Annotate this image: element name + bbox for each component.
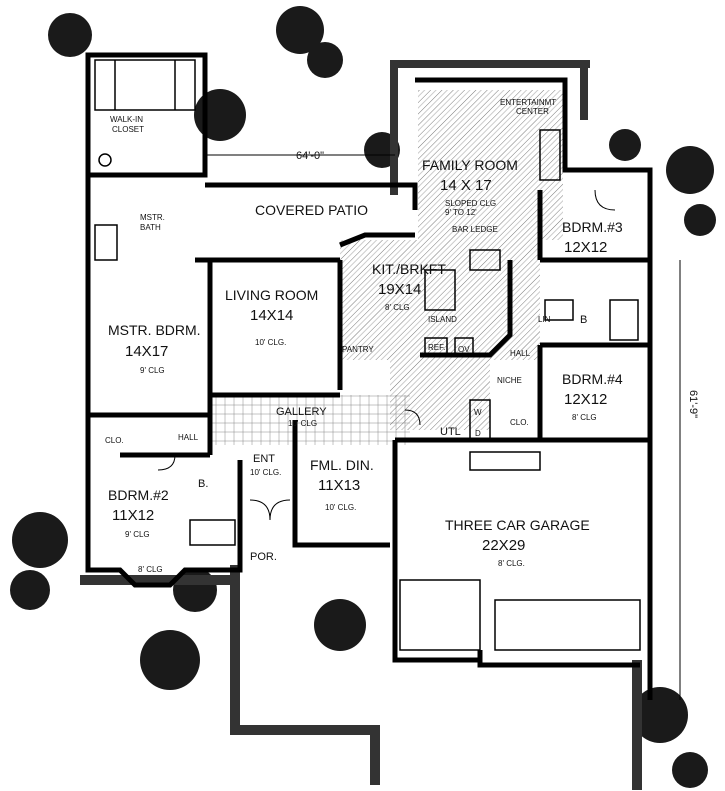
bedroom4-size: 12X12 [564, 391, 607, 408]
bedroom2-ceiling: 9' CLG [125, 530, 150, 539]
garage-ceiling: 8' CLG. [498, 559, 525, 568]
entry-label: ENT [253, 453, 275, 465]
fixtures [94, 59, 641, 651]
bedroom3-label: BDRM.#3 [562, 219, 623, 235]
hall-label-west: HALL [178, 433, 199, 442]
gallery-label: GALLERY [276, 406, 327, 418]
covered-patio-label: COVERED PATIO [255, 202, 368, 218]
walls [85, 52, 653, 700]
utility-label: UTL [440, 426, 461, 438]
niche-label: NICHE [497, 376, 522, 385]
kitchen-size: 19X14 [378, 281, 421, 298]
family-room-size: 14 X 17 [440, 177, 492, 194]
walk-in-closet-label-2: CLOSET [112, 125, 144, 134]
master-bedroom-size: 14X17 [125, 343, 168, 360]
hall-floor [390, 360, 490, 430]
formal-dining-ceiling: 10' CLG. [325, 503, 356, 512]
master-bath-label-2: BATH [140, 223, 161, 232]
walk-in-closet-label: WALK-IN [110, 115, 143, 124]
family-room-ceiling-2: 9' TO 12' [445, 208, 477, 217]
garage-size: 22X29 [482, 537, 525, 554]
width-dimension: 64'-0" [296, 150, 324, 162]
bath-b-label-west: B. [198, 478, 208, 490]
living-room-ceiling: 10' CLG. [255, 338, 286, 347]
hall-label-east: HALL [510, 349, 531, 358]
gallery-floor [210, 395, 410, 445]
island-label: ISLAND [428, 315, 457, 324]
entertainment-center-label-2: CENTER [516, 107, 549, 116]
family-room-label: FAMILY ROOM [422, 157, 518, 173]
bath-b-label-east: B [580, 314, 587, 326]
bedroom2-label: BDRM.#2 [108, 487, 169, 503]
refrigerator-label: REF. [428, 343, 445, 352]
formal-dining-label: FML. DIN. [310, 457, 374, 473]
family-room-ceiling: SLOPED CLG [445, 199, 496, 208]
depth-dimension: 61'-9" [687, 390, 699, 418]
bar-ledge-label: BAR LEDGE [452, 225, 498, 234]
closet-label-west: CLO. [105, 436, 124, 445]
bedroom4-ceiling: 8' CLG [572, 413, 597, 422]
living-room-label: LIVING ROOM [225, 287, 318, 303]
landscaping [10, 6, 716, 790]
linen-label: LIN [538, 315, 551, 324]
bedroom4-label: BDRM.#4 [562, 371, 623, 387]
dimension-lines [205, 154, 681, 700]
master-bedroom-label: MSTR. BDRM. [108, 322, 201, 338]
kitchen-label: KIT./BRKFT [372, 261, 446, 277]
living-room-size: 14X14 [250, 307, 293, 324]
washer-label: W [474, 408, 482, 417]
bedroom2-size: 11X12 [112, 507, 154, 524]
dryer-label: D [475, 429, 481, 438]
kitchen-ceiling: 8' CLG [385, 303, 410, 312]
pantry-label: PANTRY [342, 345, 374, 354]
bedroom3-size: 12X12 [564, 239, 607, 256]
porch-label: POR. [250, 551, 277, 563]
bedroom2-bay-ceiling: 8' CLG [138, 565, 163, 574]
master-bath-label: MSTR. [140, 213, 165, 222]
oven-label: OV [458, 345, 470, 354]
master-bedroom-ceiling: 9' CLG [140, 366, 165, 375]
gallery-ceiling: 10' CLG [288, 419, 317, 428]
closet-label-east: CLO. [510, 418, 529, 427]
garage-label: THREE CAR GARAGE [445, 517, 590, 533]
entertainment-center-label: ENTERTAINMT [500, 98, 556, 107]
entry-ceiling: 10' CLG. [250, 468, 281, 477]
formal-dining-size: 11X13 [318, 477, 360, 494]
